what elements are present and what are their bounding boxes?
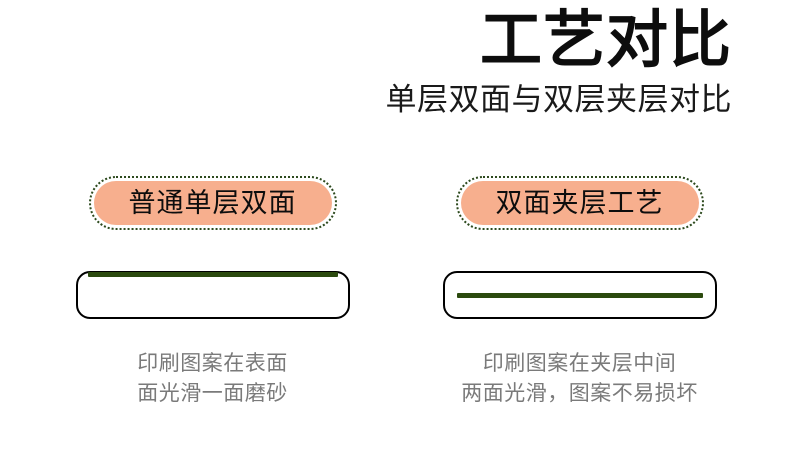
caption-sandwich-layer-line-1: 印刷图案在夹层中间 [482,352,677,375]
badge-sandwich-layer-label: 双面夹层工艺 [495,187,664,218]
comparison-container: 普通单层双面 印刷图案在表面 面光滑一面磨砂 双面夹层工艺 印刷图案在夹层中间 … [0,176,790,410]
print-layer-surface-icon [87,272,338,277]
badge-single-layer-fill: 普通单层双面 [93,181,332,225]
print-layer-interlayer-icon [456,292,703,298]
comparison-column-sandwich-layer: 双面夹层工艺 印刷图案在夹层中间 两面光滑，图案不易损坏 [407,176,752,410]
badge-single-layer: 普通单层双面 [88,176,337,230]
cross-section-card-sandwich-layer [442,271,717,319]
page-header: 工艺对比 单层双面与双层夹层对比 [0,0,732,119]
badge-sandwich-layer-fill: 双面夹层工艺 [460,181,699,225]
caption-sandwich-layer-line-2: 两面光滑，图案不易损坏 [461,382,698,406]
page-subtitle: 单层双面与双层夹层对比 [385,82,732,118]
cross-section-card-single-layer [75,271,350,319]
comparison-column-single-layer: 普通单层双面 印刷图案在表面 面光滑一面磨砂 [40,176,385,410]
badge-single-layer-label: 普通单层双面 [128,187,297,218]
page-title: 工艺对比 [479,6,732,75]
caption-sandwich-layer: 印刷图案在夹层中间 两面光滑，图案不易损坏 [461,349,698,410]
caption-single-layer: 印刷图案在表面 面光滑一面磨砂 [137,349,288,410]
caption-single-layer-line-1: 印刷图案在表面 [137,352,288,375]
caption-single-layer-line-2: 面光滑一面磨砂 [137,382,288,406]
badge-sandwich-layer: 双面夹层工艺 [455,176,704,230]
